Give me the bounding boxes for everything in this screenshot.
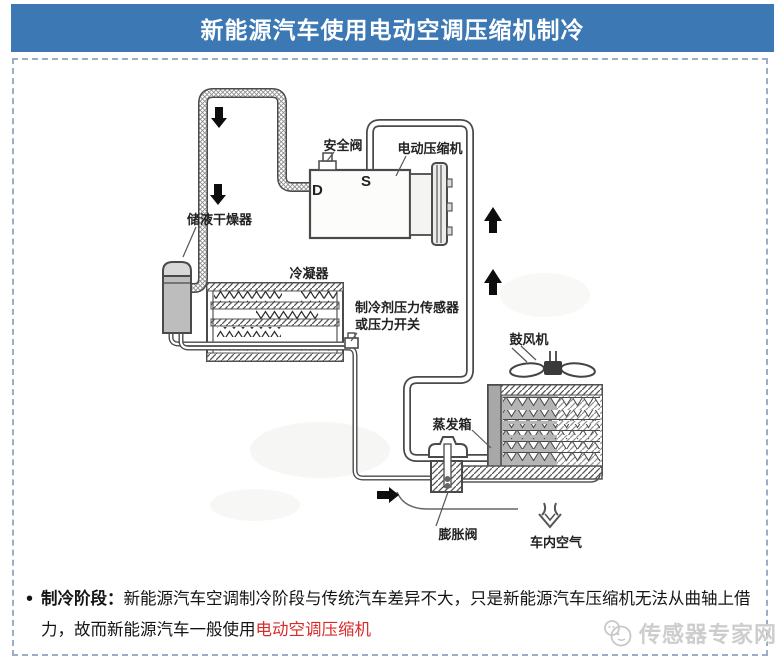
label-safety-valve: 安全阀 bbox=[323, 138, 362, 153]
label-port-s: S bbox=[361, 173, 371, 190]
liquid-pipes bbox=[168, 333, 433, 481]
label-receiver-drier: 储液干燥器 bbox=[186, 212, 253, 227]
blower-fan bbox=[509, 351, 596, 378]
note-block: • 制冷阶段：新能源汽车空调制冷阶段与传统汽车差异不大，只是新能源汽车压缩机无法… bbox=[26, 584, 756, 646]
note-highlight: 电动空调压缩机 bbox=[255, 621, 372, 639]
note-body: 新能源汽车空调制冷阶段与传统汽车差异不大，只是新能源汽车压缩机无法从曲轴上借力，… bbox=[41, 590, 751, 639]
label-expansion-valve: 膨胀阀 bbox=[437, 527, 477, 542]
title-bar: 新能源汽车使用电动空调压缩机制冷 bbox=[11, 4, 774, 52]
up-arrow-2 bbox=[484, 269, 502, 295]
ac-system-diagram: 安全阀 电动压缩机 D S 储液干燥器 冷凝器 制冷剂压力传感器 或压力开关 鼓… bbox=[162, 88, 603, 550]
down-arrow-2 bbox=[210, 184, 226, 205]
right-arrow bbox=[377, 487, 399, 503]
watermark: 传感器专家网 bbox=[602, 617, 777, 649]
label-condenser: 冷凝器 bbox=[289, 266, 329, 281]
cabin-air-arrow bbox=[538, 502, 562, 529]
down-arrow-1 bbox=[211, 107, 227, 128]
electric-compressor bbox=[308, 152, 453, 246]
flow-arrows bbox=[210, 107, 502, 503]
note-label: 制冷阶段： bbox=[41, 590, 124, 608]
up-arrow-1 bbox=[484, 207, 502, 233]
label-cabin-air: 车内空气 bbox=[530, 535, 582, 550]
label-pressure-sensor-line2: 或压力开关 bbox=[355, 317, 420, 332]
note-text: 制冷阶段：新能源汽车空调制冷阶段与传统汽车差异不大，只是新能源汽车压缩机无法从曲… bbox=[41, 584, 753, 646]
label-blower: 鼓风机 bbox=[509, 332, 548, 347]
receiver-drier bbox=[162, 261, 192, 334]
page-title: 新能源汽车使用电动空调压缩机制冷 bbox=[200, 17, 585, 43]
label-pressure-sensor-line1: 制冷剂压力传感器 bbox=[355, 300, 460, 315]
drain-line bbox=[396, 491, 518, 510]
safety-valve bbox=[318, 152, 337, 171]
expansion-valve bbox=[428, 436, 468, 493]
pointer-lines bbox=[182, 151, 537, 527]
dashed-frame bbox=[12, 58, 768, 656]
watermark-text: 传感器专家网 bbox=[639, 622, 778, 647]
evaporator bbox=[461, 384, 603, 483]
label-evaporator: 蒸发箱 bbox=[432, 417, 471, 432]
hatched-pipe bbox=[188, 88, 310, 293]
bullet-point: • bbox=[26, 588, 34, 610]
suction-pipe bbox=[366, 119, 492, 462]
label-compressor: 电动压缩机 bbox=[397, 141, 462, 156]
watermark-logo-icon bbox=[604, 620, 632, 647]
label-port-d: D bbox=[312, 182, 323, 199]
